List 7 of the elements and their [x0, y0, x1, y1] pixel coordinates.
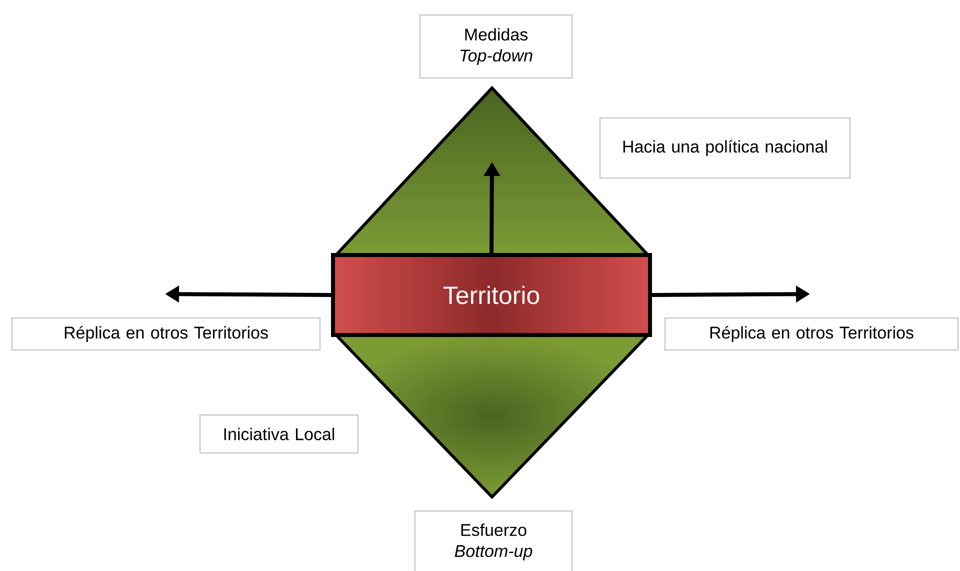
- text-box: Iniciativa Local: [200, 414, 358, 454]
- text-box: Réplica en otros Territorios: [12, 318, 320, 350]
- text-box: Réplica en otros Territorios: [664, 318, 958, 350]
- text-box: Medidas Top-down: [420, 14, 572, 78]
- territory-band: Territorio: [331, 253, 652, 337]
- text-box: Esfuerzo Bottom-up: [414, 510, 572, 571]
- text-box: Hacia una política nacional: [600, 118, 850, 178]
